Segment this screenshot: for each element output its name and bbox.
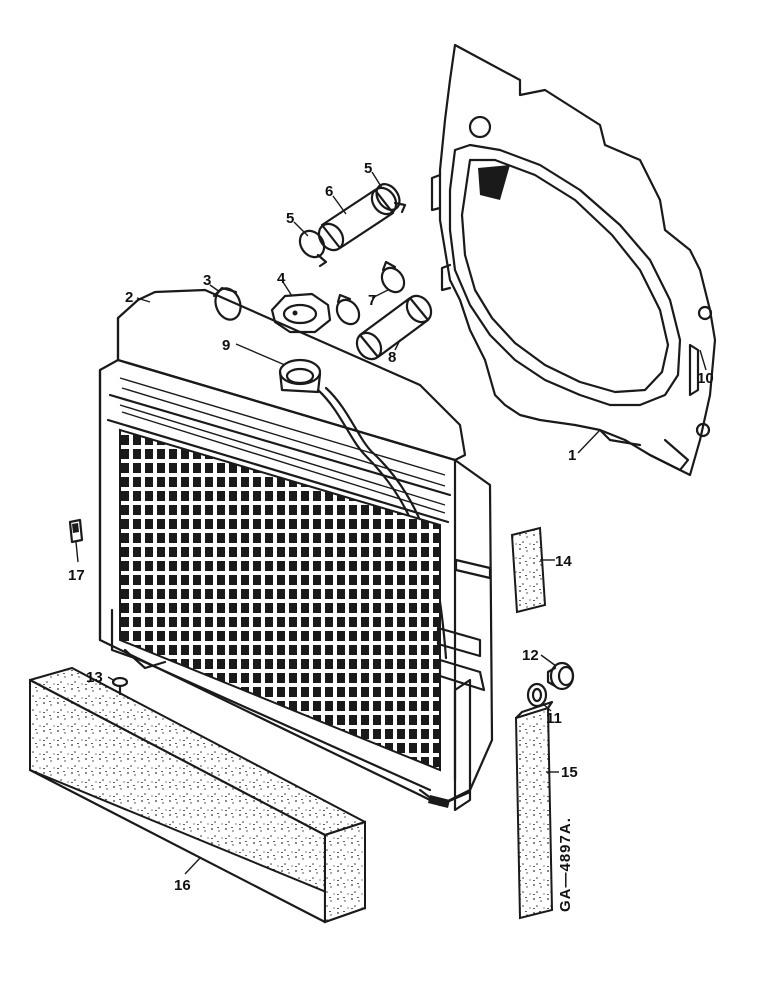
- screw-13: [111, 676, 129, 696]
- radiator-cap: [270, 292, 332, 334]
- callout-3: 3: [203, 272, 211, 289]
- callout-17: 17: [68, 567, 85, 584]
- drain-plug: [546, 661, 575, 691]
- callout-16: 16: [174, 877, 191, 894]
- callout-6: 6: [325, 183, 333, 200]
- callout-7: 7: [368, 292, 376, 309]
- lower-hose: [355, 294, 433, 361]
- callout-4: 4: [277, 270, 286, 287]
- callout-8: 8: [388, 349, 396, 366]
- inlet-neck: [212, 286, 242, 321]
- callout-14: 14: [555, 553, 572, 570]
- filler-neck: [278, 358, 322, 394]
- callout-2: 2: [125, 289, 133, 306]
- hose-clamp-lower-right: [380, 260, 406, 294]
- callout-11: 11: [546, 710, 562, 727]
- foam-block-16: [28, 666, 367, 924]
- foam-strip-15: [514, 700, 554, 920]
- callout-10: 10: [697, 370, 714, 387]
- callout-labels: 1 2 3 4 5 5 6 7 8 9 10 11 12 13 14 15 16…: [68, 160, 714, 894]
- hose-clamp-upper-left: [298, 229, 328, 268]
- callout-5b: 5: [286, 210, 294, 227]
- callout-1: 1: [568, 447, 576, 464]
- hose-clamp-lower-left: [335, 293, 361, 326]
- clip-17: [68, 518, 84, 544]
- drain-washer: [526, 682, 548, 708]
- callout-13: 13: [86, 669, 103, 686]
- radiator: [98, 286, 494, 812]
- fan-shroud: [430, 43, 717, 477]
- foam-strip-14: [510, 526, 547, 614]
- drawing-code: GA—4897A.: [557, 817, 574, 912]
- leader-lines: [75, 171, 707, 875]
- callout-9: 9: [222, 337, 230, 354]
- callout-5a: 5: [364, 160, 372, 177]
- callout-12: 12: [522, 647, 539, 664]
- callout-15: 15: [561, 764, 578, 781]
